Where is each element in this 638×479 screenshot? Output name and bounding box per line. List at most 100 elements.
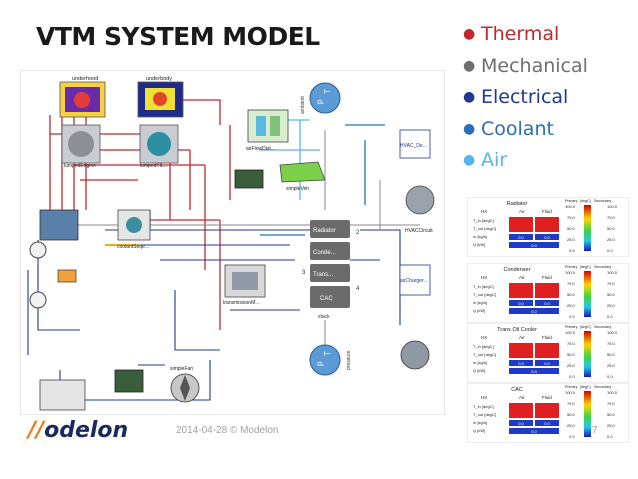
transmission-block: transmissionM... (223, 264, 266, 306)
simple-veh-label: simpleVeh (286, 186, 309, 192)
value-cell: 0.0 (531, 429, 537, 434)
stack-label: stack (318, 314, 330, 320)
scale-tick: 100.0 (565, 390, 576, 395)
scale-tick: 0.0 (569, 374, 575, 379)
row-label: m [kg/s] (473, 300, 487, 305)
col-fluid: Fluid (542, 275, 552, 280)
system-model-diagram: underhood underbody lumpedEngine lumpedT… (20, 70, 445, 415)
col-air: Air (519, 395, 525, 400)
underhood-block: underhood (59, 76, 106, 118)
panel-title: Radiator (507, 201, 528, 207)
pressure-sensor-bottom: p T pressure (309, 344, 352, 376)
result-panel-radiator: Radiator HX Air Fluid T_in [degC] T_out … (466, 196, 630, 258)
bullet-item: ● Air (463, 146, 588, 178)
simple-fan-block: simpleFan (170, 366, 200, 403)
scale-tick: 75.0 (607, 215, 616, 220)
scale-tick: 0.0 (607, 374, 613, 379)
bullet-item: ● Coolant (463, 115, 588, 147)
heat-exchanger-stack: Radiator Conde... Trans... CAC stack 2 3… (302, 220, 360, 320)
slide-title: VTM SYSTEM MODEL (36, 22, 320, 51)
scale-tick: 25.0 (607, 237, 616, 242)
col-air: Air (519, 275, 525, 280)
bullet-label: Air (481, 149, 508, 171)
lumped-til-label: lumpedTIL... (140, 163, 168, 169)
row-label: T_in [degC] (473, 284, 494, 289)
row-label: T_in [degC] (473, 344, 494, 349)
scale-tick: 25.0 (567, 303, 576, 308)
scale-tick: 75.0 (567, 401, 576, 406)
scale-tick: 100.0 (565, 330, 576, 335)
scale-tick: 100.0 (565, 270, 576, 275)
value-cell: 0.0 (544, 421, 550, 426)
scale-tick: 0.0 (607, 314, 613, 319)
row-label: Q [kW] (473, 368, 485, 373)
scale-tick: 75.0 (607, 281, 616, 286)
airflow-label: airFlowDist... (246, 146, 275, 152)
gauge-icon (29, 241, 47, 259)
underbody-label: underbody (146, 76, 172, 82)
col-fluid: Fluid (542, 335, 552, 340)
row-label: Q [kW] (473, 308, 485, 313)
scale-tick: 75.0 (607, 341, 616, 346)
t-label: T (323, 89, 332, 94)
scale-tick: 50.0 (607, 292, 616, 297)
electronics-block (39, 379, 86, 411)
scale-primary: Primary (565, 199, 578, 203)
scale-primary: Primary (565, 265, 578, 269)
scale-tick: 25.0 (567, 363, 576, 368)
simple-fan-label: simpleFan (170, 366, 193, 372)
scale-tick: 25.0 (607, 423, 616, 428)
row-label: T_out [degC] (473, 226, 496, 231)
scale-tick: 25.0 (567, 237, 576, 242)
scale-unit: [degC] (580, 199, 591, 203)
underbody-block: underbody (137, 76, 184, 118)
scale-tick: 0.0 (569, 248, 575, 253)
col-air: Air (519, 335, 525, 340)
air-charger-label: airCharger... (400, 278, 428, 284)
scale-tick: 50.0 (567, 292, 576, 297)
scale-tick: 50.0 (567, 352, 576, 357)
result-panel-trans-oil-cooler: Trans Oil Cooler HX Air Fluid T_in [degC… (466, 322, 630, 384)
scale-tick: 50.0 (607, 226, 616, 231)
cac-label: CAC (320, 296, 333, 302)
scale-secondary: Secondary (594, 325, 611, 329)
hvac-block: HVAC_De... HVACCircuit (399, 129, 435, 234)
bullet-item: ●Thermal (463, 20, 588, 52)
value-cell: 0.0 (531, 309, 537, 314)
stack-number: 3 (302, 270, 306, 276)
value-cell: 0.0 (544, 235, 550, 240)
air-charger-block: airCharger... (399, 264, 431, 370)
row-label: T_out [degC] (473, 412, 496, 417)
scale-tick: 50.0 (567, 226, 576, 231)
footer-text: 2014-04-28 © Modelon (176, 425, 279, 436)
ecu-block (234, 169, 264, 189)
lumped-engine-label: lumpedEngine (64, 163, 96, 169)
scale-tick: 25.0 (607, 303, 616, 308)
bullet-dot-icon: ● (463, 57, 476, 74)
scale-tick: 0.0 (607, 248, 613, 253)
scale-tick: 75.0 (567, 281, 576, 286)
bullet-item: ●Electrical (463, 83, 588, 115)
lumped-engine-block: lumpedEngine (61, 124, 101, 169)
scale-tick: 50.0 (607, 412, 616, 417)
pressure-label: pressure (346, 350, 352, 370)
row-label: Q [kW] (473, 242, 485, 247)
value-cell: 0.0 (518, 235, 524, 240)
mechanical-wires (40, 130, 420, 345)
bullet-dot-icon: ● (463, 120, 476, 137)
scale-tick: 50.0 (607, 352, 616, 357)
radiator-label: Radiator (313, 228, 336, 234)
simple-vehicle-block: simpleVeh (279, 161, 326, 192)
scale-tick: 100.0 (607, 270, 618, 275)
result-panel-condenser: Condenser HX Air Fluid T_in [degC] T_out… (466, 262, 630, 324)
condenser-label: Conde... (313, 250, 336, 256)
bullet-label: Coolant (481, 117, 554, 140)
scale-secondary: Secondary (594, 265, 611, 269)
row-label: T_out [degC] (473, 292, 496, 297)
scale-tick: 0.0 (569, 434, 575, 439)
scale-unit: [degC] (580, 325, 591, 329)
scale-tick: 100.0 (607, 390, 618, 395)
ecu-block (114, 369, 144, 393)
bullet-dot-icon: ● (463, 152, 476, 168)
pressure-sensor-top: p T ambient (300, 82, 341, 114)
